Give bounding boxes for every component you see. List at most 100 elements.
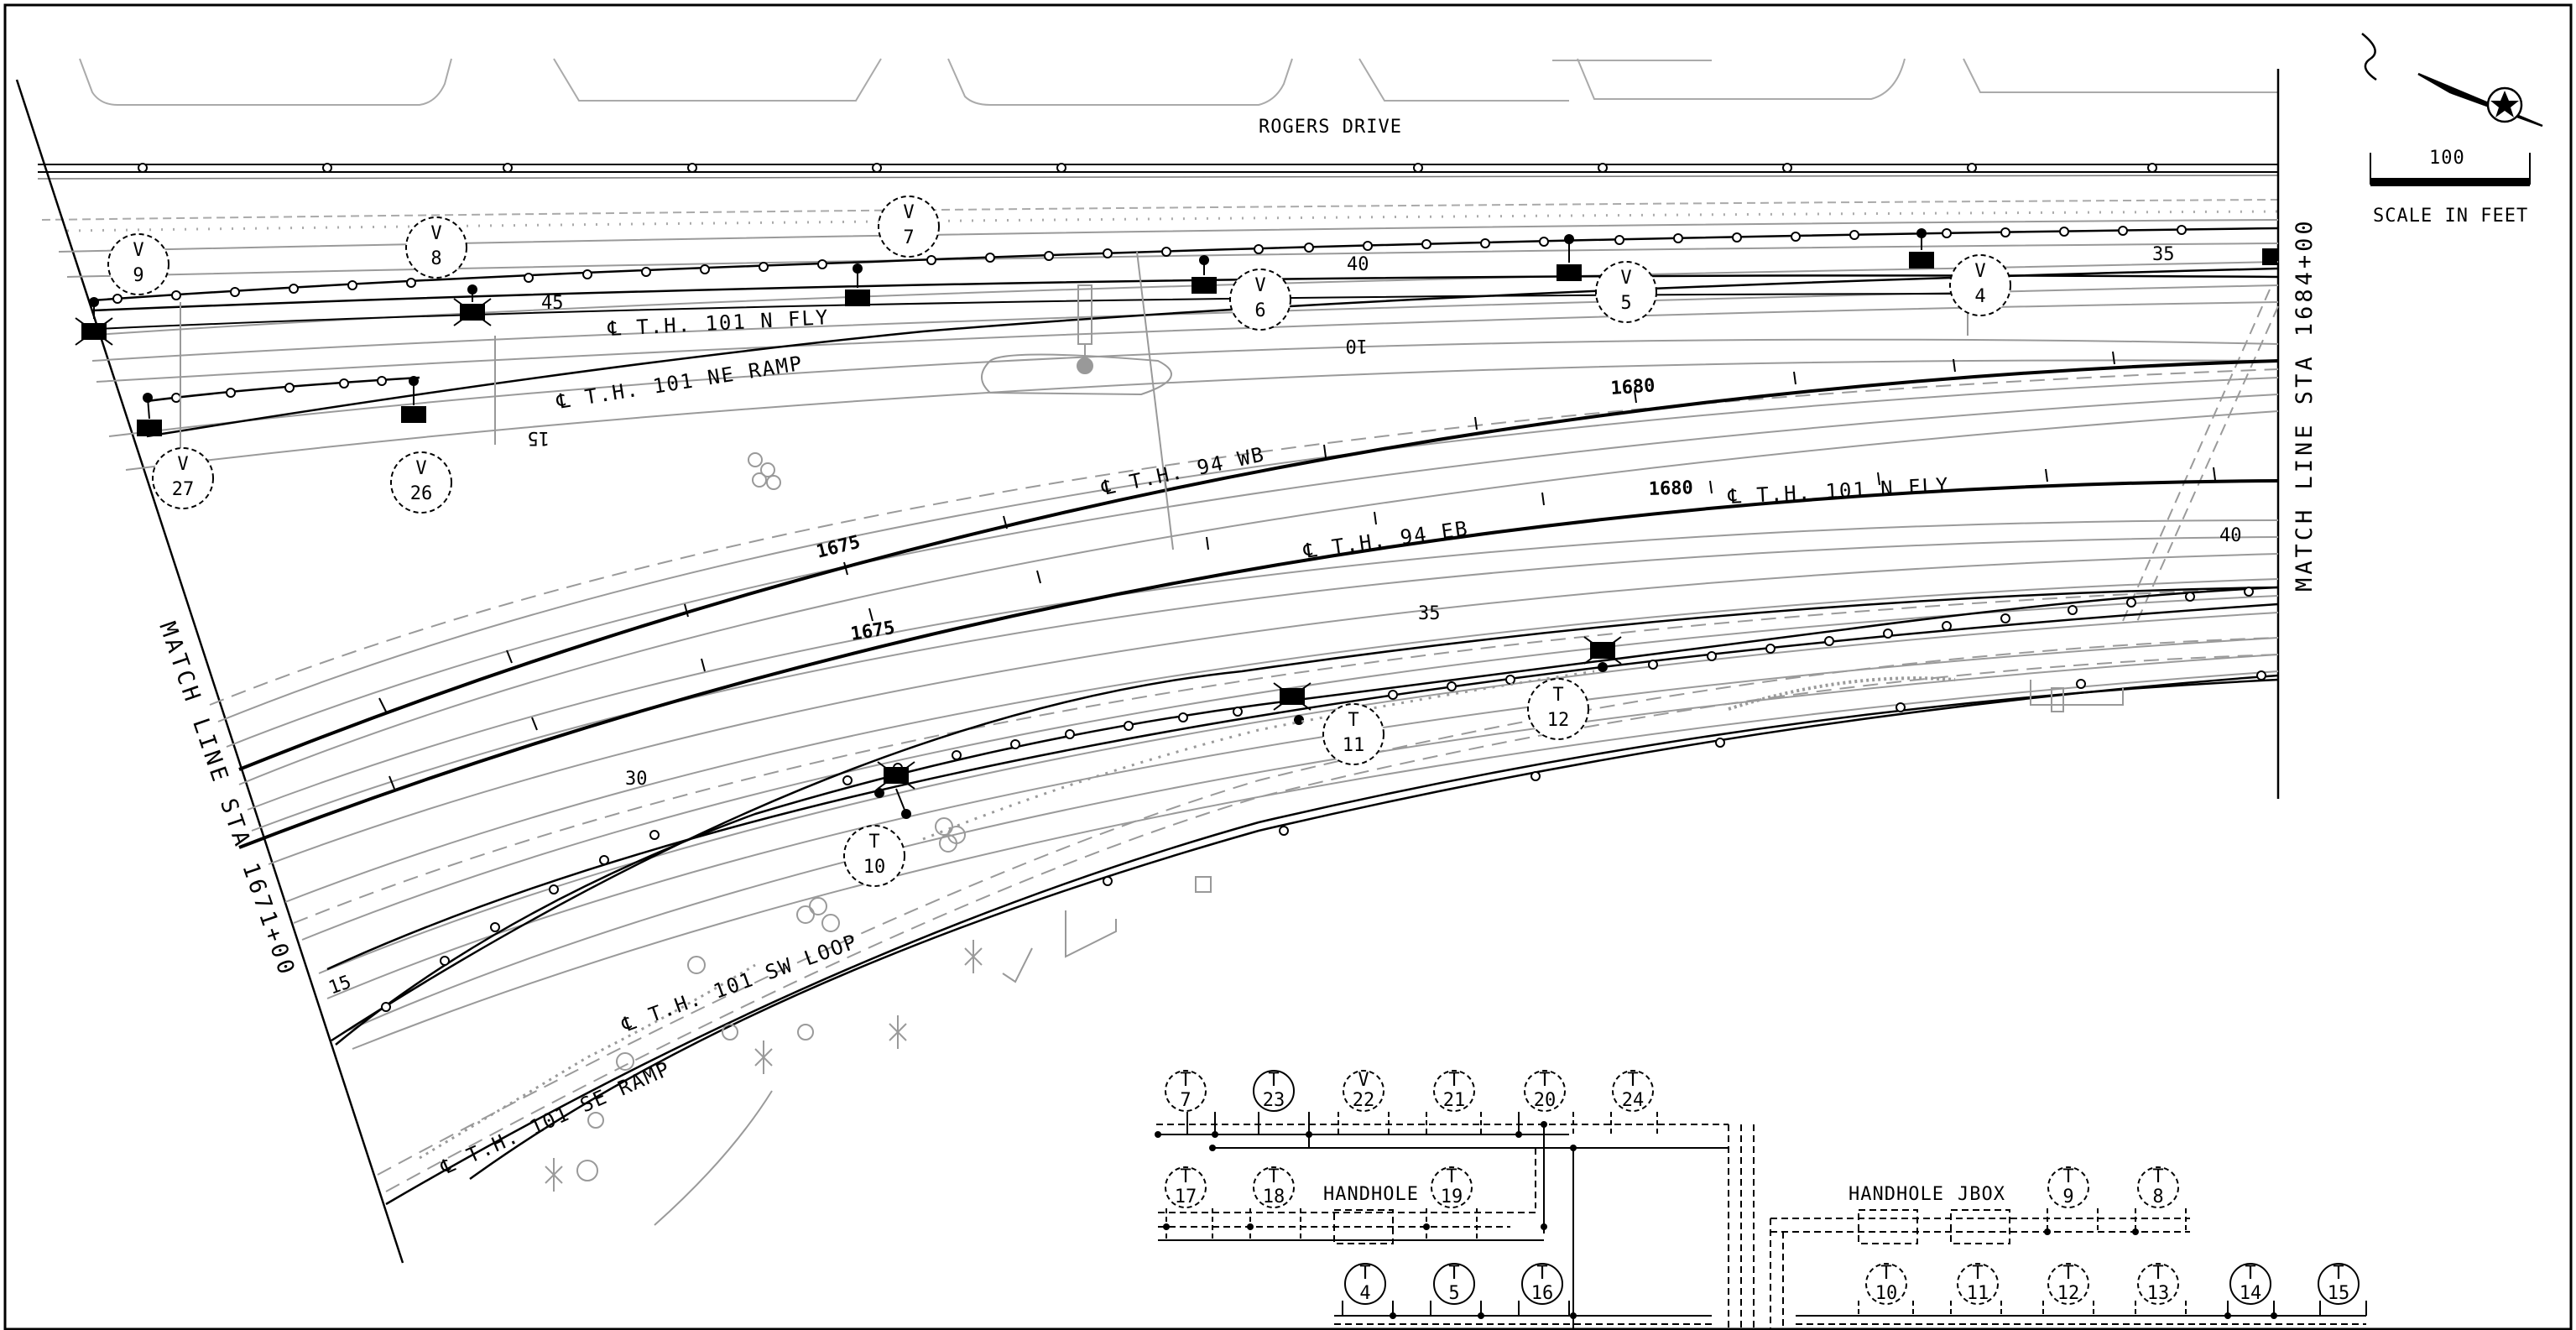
vegetation-symbols xyxy=(419,670,1956,1226)
tick-15-bot: 15 xyxy=(326,972,354,999)
schematic-right-row1-labels: T 9 T 8 xyxy=(2062,1166,2163,1207)
svg-text:11: 11 xyxy=(1343,735,1365,756)
circuit-line-low-markers xyxy=(381,587,2254,1012)
svg-text:8: 8 xyxy=(430,248,441,269)
svg-text:10: 10 xyxy=(1875,1283,1898,1304)
svg-text:T: T xyxy=(2245,1263,2255,1284)
svg-text:18: 18 xyxy=(1263,1187,1285,1207)
svg-text:T: T xyxy=(1552,685,1563,706)
svg-text:4: 4 xyxy=(1974,286,1985,307)
tick-35-top: 35 xyxy=(2152,244,2175,265)
svg-text:14: 14 xyxy=(2240,1283,2262,1304)
vault-5-bubble-text: V 5 xyxy=(1620,268,1631,314)
svg-text:27: 27 xyxy=(172,479,195,500)
cth101-ne-ramp-label: ℄ T.H. 101 NE RAMP xyxy=(555,352,806,414)
building-outlines xyxy=(79,58,2278,106)
svg-text:21: 21 xyxy=(1443,1090,1466,1111)
schematic-row2-labels: T 17 T 18 T 19 xyxy=(1175,1166,1463,1207)
svg-text:T: T xyxy=(2152,1263,2163,1284)
utility-line-dotted xyxy=(66,210,2279,232)
tower-12-bubble-text: T 12 xyxy=(1547,685,1570,731)
handhole-left-label: HANDHOLE xyxy=(1323,1184,1419,1205)
svg-text:12: 12 xyxy=(1547,710,1570,731)
rogers-drive-edges xyxy=(37,164,2279,180)
cth101-n-fly-top-label: ℄ T.H. 101 N FLY xyxy=(607,305,830,341)
circuit-line-low xyxy=(335,586,2279,1046)
station-1675-wb: 1675 xyxy=(814,532,862,563)
svg-text:T: T xyxy=(2333,1263,2344,1284)
vault-26-bubble-text: V 26 xyxy=(410,458,433,504)
cth101-n-fly-top-line xyxy=(91,274,2279,312)
diagonal-ramp xyxy=(2122,289,2279,626)
svg-text:7: 7 xyxy=(1180,1090,1191,1111)
cth101-ne-ramp-line xyxy=(146,267,2279,438)
svg-text:T: T xyxy=(1348,710,1358,731)
svg-text:T: T xyxy=(868,832,879,853)
schematic-bubbles-dashed xyxy=(1165,1070,2179,1305)
schematic-right-row2-labels: T 10 T 11 T 12 T 13 T 14 T 15 xyxy=(1875,1263,2350,1304)
svg-text:T: T xyxy=(1972,1263,1983,1284)
scale-bar xyxy=(2370,153,2531,186)
svg-text:T: T xyxy=(2062,1166,2073,1187)
schematic-junction-dots xyxy=(1155,1121,2277,1319)
vault-7-bubble-text: V 7 xyxy=(903,202,914,248)
tick-40-top: 40 xyxy=(1347,254,1369,275)
th94-wb-centerline xyxy=(238,359,2279,771)
svg-text:V: V xyxy=(1620,268,1631,289)
rogers-drive-label: ROGERS DRIVE xyxy=(1259,117,1402,138)
svg-text:T: T xyxy=(1446,1166,1457,1187)
station-1680-eb: 1680 xyxy=(1648,477,1693,500)
svg-text:6: 6 xyxy=(1254,300,1265,321)
jbox-label: JBOX xyxy=(1958,1184,2005,1205)
tick-45: 45 xyxy=(541,293,564,314)
svg-text:16: 16 xyxy=(1531,1283,1554,1304)
svg-text:T: T xyxy=(2062,1263,2073,1284)
svg-text:V: V xyxy=(1254,275,1265,296)
svg-text:T: T xyxy=(1268,1070,1279,1091)
tick-35-mid: 35 xyxy=(1418,603,1441,624)
circuit-line-ne-markers xyxy=(171,376,387,403)
svg-text:10: 10 xyxy=(863,857,886,878)
north-arrow-icon xyxy=(2361,33,2543,128)
scale-label: SCALE IN FEET xyxy=(2373,206,2528,227)
svg-text:11: 11 xyxy=(1967,1283,1989,1304)
th94-eb-centerline xyxy=(238,479,2279,849)
svg-text:T: T xyxy=(1180,1166,1191,1187)
svg-text:T: T xyxy=(1448,1070,1459,1091)
svg-text:22: 22 xyxy=(1353,1090,1375,1111)
svg-text:26: 26 xyxy=(410,483,433,504)
svg-text:T: T xyxy=(1268,1166,1279,1187)
svg-text:5: 5 xyxy=(1448,1283,1459,1304)
tick-15-ne: 15 xyxy=(528,427,550,448)
vault-8-bubble-text: V 8 xyxy=(430,223,441,269)
schematic-row1-labels: T 7 T 23 V 22 T 21 T 20 T 24 xyxy=(1180,1070,1644,1111)
svg-text:T: T xyxy=(1880,1263,1891,1284)
svg-text:4: 4 xyxy=(1359,1283,1370,1304)
svg-text:7: 7 xyxy=(903,227,914,248)
svg-text:23: 23 xyxy=(1263,1090,1285,1111)
match-line-left xyxy=(15,79,404,1264)
dashed-gray-lines xyxy=(209,368,2279,1192)
schematic-bubbles-solid xyxy=(1253,1070,2360,1305)
circuit-line-top-markers xyxy=(112,225,2187,304)
svg-text:12: 12 xyxy=(2057,1283,2080,1304)
svg-text:8: 8 xyxy=(2152,1187,2163,1207)
gray-roadway-lines xyxy=(58,219,2279,1050)
svg-text:19: 19 xyxy=(1441,1187,1463,1207)
svg-text:T: T xyxy=(1180,1070,1191,1091)
svg-text:V: V xyxy=(1974,261,1985,282)
svg-text:15: 15 xyxy=(2328,1283,2350,1304)
tower-11-bubble-text: T 11 xyxy=(1343,710,1365,756)
svg-text:T: T xyxy=(1448,1263,1459,1284)
cth101-n-fly-mid-line xyxy=(326,602,2279,971)
tick-10-ne: 10 xyxy=(1346,335,1369,356)
station-1675-eb: 1675 xyxy=(849,618,896,645)
match-line-right-label: MATCH LINE STA 1684+00 xyxy=(2292,217,2318,592)
svg-text:T: T xyxy=(1359,1263,1370,1284)
mainline-tick-marks xyxy=(378,351,2216,790)
svg-text:T: T xyxy=(1627,1070,1638,1091)
match-line-left-label: MATCH LINE STA 1671+00 xyxy=(154,618,300,980)
vault-27-bubble-text: V 27 xyxy=(172,454,195,500)
fiber-optic-line xyxy=(41,199,2279,221)
gray-structures xyxy=(180,251,2124,983)
